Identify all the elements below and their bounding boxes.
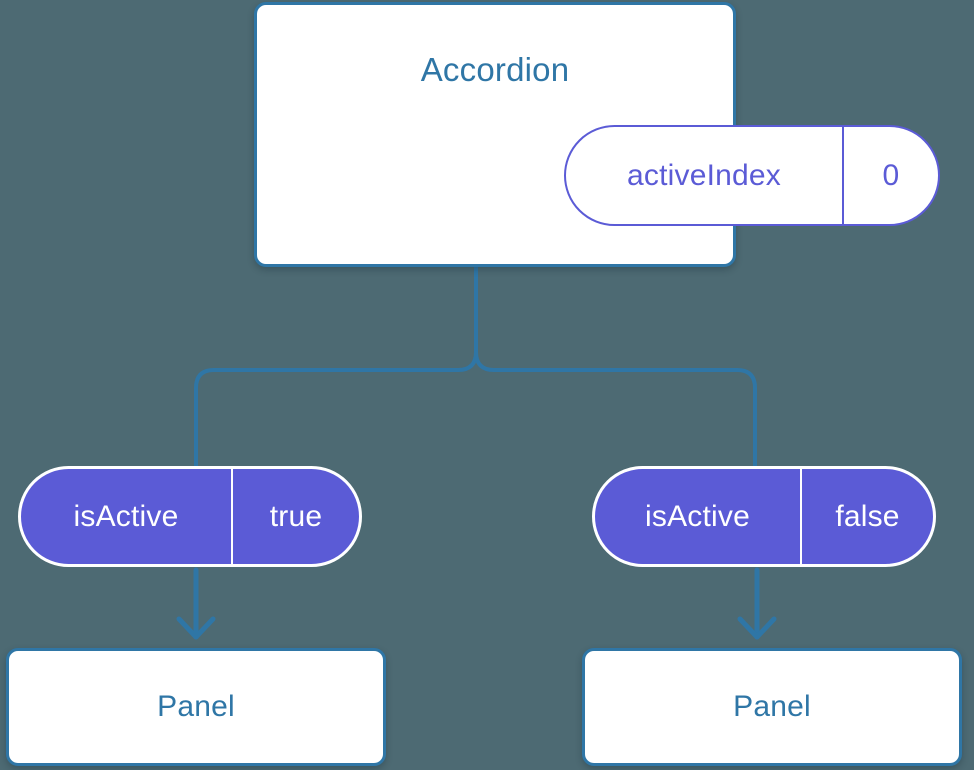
panel-component-card-left[interactable]: Panel [6,648,386,766]
panel-title: Panel [733,690,811,723]
connector-trunk-split [194,264,478,469]
accordion-title: Accordion [420,51,570,88]
state-pill-active-index[interactable]: activeIndex 0 [564,125,940,226]
panel-component-card-right[interactable]: Panel [582,648,962,766]
prop-pill-is-active-true[interactable]: isActive true [18,466,362,567]
accordion-component-card[interactable]: Accordion activeIndex 0 [254,2,940,267]
prop-pill-is-active-false[interactable]: isActive false [592,466,936,567]
arrow-head-right-icon [737,616,777,640]
connector-trunk-split-right [474,350,757,469]
panel-title: Panel [157,690,235,723]
prop-pill-key: isActive [645,499,750,533]
prop-pill-value: true [231,469,359,564]
prop-pill-value: false [800,469,933,564]
state-pill-key: activeIndex [627,158,781,192]
arrow-head-left-icon [176,616,216,640]
state-pill-value: 0 [842,127,938,224]
prop-pill-key: isActive [73,499,179,533]
